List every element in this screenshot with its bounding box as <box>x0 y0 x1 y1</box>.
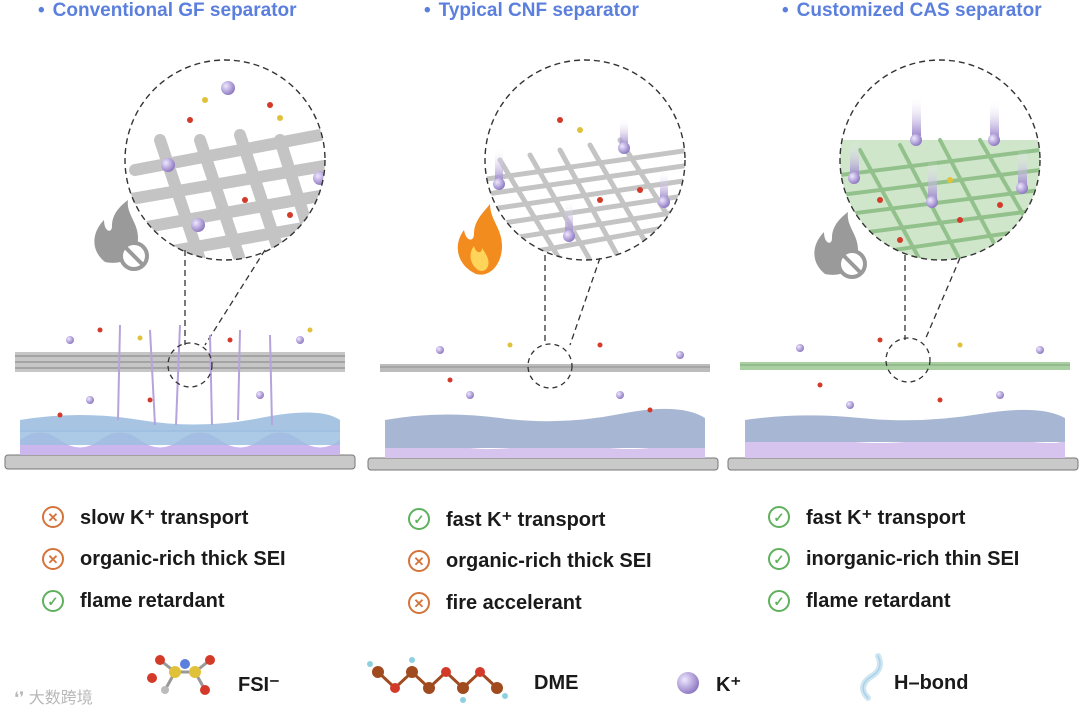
cas-properties: ✓fast K⁺ transport ✓inorganic-rich thin … <box>768 496 1019 622</box>
gf-property-1: ✕slow K⁺ transport <box>42 496 286 538</box>
cross-icon: ✕ <box>408 592 430 614</box>
gf-properties: ✕slow K⁺ transport ✕organic-rich thick S… <box>42 496 286 622</box>
cnf-property-2: ✕organic-rich thick SEI <box>408 540 652 582</box>
check-icon: ✓ <box>768 506 790 528</box>
gf-panel <box>4 59 356 470</box>
legend-fsi-molecule-icon <box>147 655 215 695</box>
cas-property-1: ✓fast K⁺ transport <box>768 496 1019 538</box>
legend-dme-label: DME <box>534 672 579 694</box>
fire-icon-cnf <box>457 204 502 275</box>
cas-property-2: ✓inorganic-rich thin SEI <box>768 538 1019 580</box>
column-title-cas: •Customized CAS separator <box>782 0 1042 21</box>
legend-hbond-icon <box>860 653 883 701</box>
watermark-logo-icon: ❛❜ <box>14 690 29 707</box>
cnf-property-3: ✕fire accelerant <box>408 582 652 624</box>
cross-icon: ✕ <box>42 548 64 570</box>
cas-zoom-circle <box>839 59 1041 261</box>
legend-hbond-label: H–bond <box>894 672 969 694</box>
cnf-property-1: ✓fast K⁺ transport <box>408 498 652 540</box>
cnf-properties: ✓fast K⁺ transport ✕organic-rich thick S… <box>408 498 652 624</box>
cross-icon: ✕ <box>408 550 430 572</box>
cas-cell-stack <box>727 337 1079 471</box>
cas-panel <box>727 59 1079 471</box>
check-icon: ✓ <box>768 548 790 570</box>
cnf-panel <box>367 59 719 471</box>
legend-fsi-label: FSI⁻ <box>238 674 280 696</box>
gf-zoom-circle <box>124 59 326 261</box>
gf-property-3: ✓flame retardant <box>42 580 286 622</box>
check-icon: ✓ <box>42 590 64 612</box>
column-title-gf: •Conventional GF separator <box>38 0 297 21</box>
cross-icon: ✕ <box>42 506 64 528</box>
legend-k-ion-icon <box>677 672 699 694</box>
legend-k-label: K⁺ <box>716 674 741 696</box>
column-title-cnf: •Typical CNF separator <box>424 0 639 21</box>
cnf-cell-stack <box>367 342 719 471</box>
legend-dme-molecule-icon <box>367 657 508 703</box>
check-icon: ✓ <box>768 590 790 612</box>
gf-cell-stack <box>4 324 356 470</box>
flame-retardant-icon-gf <box>94 200 149 271</box>
cnf-zoom-circle <box>484 59 686 261</box>
watermark: ❛❜ 大数跨境 <box>14 690 93 707</box>
gf-property-2: ✕organic-rich thick SEI <box>42 538 286 580</box>
cas-property-3: ✓flame retardant <box>768 580 1019 622</box>
check-icon: ✓ <box>408 508 430 530</box>
flame-retardant-icon-cas <box>814 212 867 279</box>
